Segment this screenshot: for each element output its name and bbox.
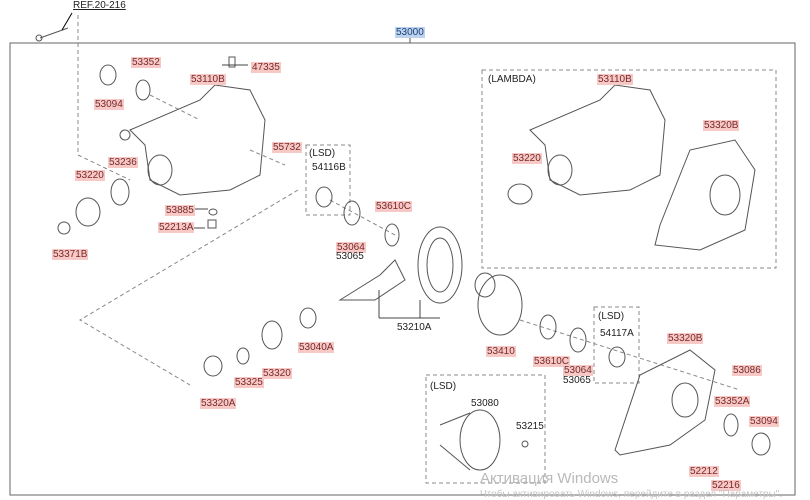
part-label[interactable]: 54117A [600, 328, 634, 339]
part-label[interactable]: 53110B [190, 74, 226, 85]
part-label[interactable]: 53352A [714, 396, 751, 407]
part-label[interactable]: 53352 [131, 57, 161, 68]
part-label[interactable]: 53371B [52, 249, 89, 260]
part-label[interactable]: 53320B [667, 333, 704, 344]
activation-watermark-title: Активация Windows [480, 470, 619, 487]
part-label[interactable]: 52213A [158, 222, 195, 233]
part-label[interactable]: 53065 [336, 251, 364, 262]
part-label[interactable]: 53094 [749, 416, 779, 427]
part-label[interactable]: 53215 [516, 421, 544, 432]
part-label[interactable]: 53040A [298, 342, 335, 353]
ring-gear-icon [338, 226, 463, 304]
dashed-guides [77, 15, 777, 484]
activation-watermark-text: Чтобы активировать Windows, перейдите в … [480, 489, 783, 500]
part-label[interactable]: 53320A [200, 398, 237, 409]
part-label[interactable]: 53064 [336, 242, 366, 253]
part-label[interactable]: 53220 [512, 153, 542, 164]
part-label[interactable]: 53325 [234, 377, 264, 388]
reference-label[interactable]: REF.20-216 [73, 0, 126, 12]
part-label[interactable]: 52216 [711, 480, 741, 491]
carrier-housing-icon [119, 84, 266, 196]
assembly-number[interactable]: 53000 [395, 27, 425, 38]
lsd-group-label: (LSD) [598, 311, 625, 322]
part-label[interactable]: 47335 [251, 62, 281, 73]
part-label[interactable]: 53610C [533, 356, 571, 367]
part-label[interactable]: 53210A [397, 322, 432, 333]
part-label[interactable]: 53236 [108, 157, 138, 168]
part-label[interactable]: 53080 [471, 398, 499, 409]
assembly-frame [9, 42, 796, 496]
part-label[interactable]: 53410 [486, 346, 516, 357]
part-label[interactable]: 53610C [375, 201, 413, 212]
lsd-group-label: (LSD) [309, 148, 336, 159]
bolt-icon [35, 12, 73, 42]
lsd-group-label: (LSD) [430, 381, 457, 392]
part-label[interactable]: 54116B [312, 162, 346, 173]
seal-ring-icons [57, 56, 771, 456]
leader-lines [193, 64, 440, 319]
differential-case-icon [474, 272, 523, 336]
part-label[interactable]: 53885 [165, 205, 195, 216]
lambda-group-label: (LAMBDA) [488, 74, 536, 85]
part-label[interactable]: 53064 [563, 365, 593, 376]
cover-icon [614, 349, 716, 456]
part-label[interactable]: 53110B [597, 74, 633, 85]
part-label[interactable]: 53320B [703, 120, 740, 131]
part-label[interactable]: 53220 [75, 170, 105, 181]
part-label[interactable]: 53094 [94, 99, 124, 110]
part-label[interactable]: 52212 [689, 466, 719, 477]
lsd-diff-icon [439, 409, 529, 471]
part-label[interactable]: 53320 [262, 368, 292, 379]
part-label[interactable]: 53086 [732, 365, 762, 376]
part-label[interactable]: 55732 [272, 142, 302, 153]
lambda-housing-icon [529, 84, 756, 251]
part-label[interactable]: 53065 [563, 375, 591, 386]
